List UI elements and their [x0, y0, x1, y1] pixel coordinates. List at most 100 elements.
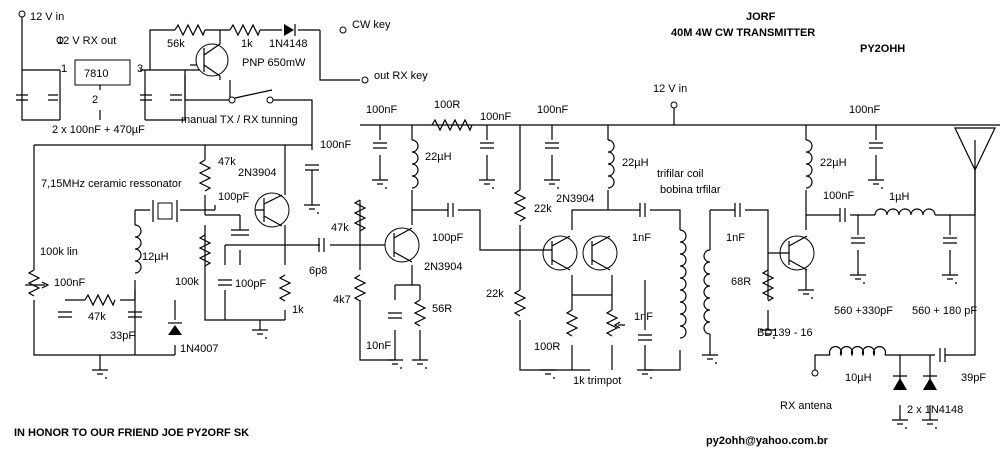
resistor-100k	[198, 234, 212, 267]
label-1nf-c: 1nF	[726, 232, 745, 244]
terminal-out-rx-key	[361, 76, 369, 84]
label-bd139: BD139 - 16	[757, 327, 813, 339]
terminal-rx-antena	[811, 369, 819, 377]
diodes-2x1n4148	[893, 378, 937, 390]
resistor-56k	[174, 23, 206, 37]
label-12v-rx-out: 12 V RX out	[57, 35, 116, 47]
label-1n4007: 1N4007	[180, 343, 219, 355]
label-100nf-g: 100nF	[823, 190, 854, 202]
resistor-22k-b	[513, 289, 527, 317]
trifilar-coil-b	[703, 210, 711, 355]
label-q2: 2N3904	[424, 261, 463, 273]
capacitor-10nf	[388, 312, 402, 319]
label-pin2: 2	[92, 94, 98, 106]
terminal-12v-in-right	[670, 101, 678, 109]
manual-switch	[234, 89, 273, 99]
power-capacitors	[16, 94, 182, 101]
diode-1n4007	[168, 325, 182, 335]
label-6p8: 6p8	[309, 265, 327, 277]
resistor-47k-a	[198, 159, 212, 192]
terminal-12v-in-left	[18, 10, 26, 18]
label-100pf-c: 100pF	[432, 232, 463, 244]
label-100nf-c: 100nF	[366, 104, 397, 116]
label-manual-tx: manual TX / RX tunning	[181, 114, 298, 126]
label-22uh-a: 22µH	[425, 151, 452, 163]
regulator-7810	[74, 59, 131, 86]
label-560-180: 560 + 180 pF	[912, 305, 977, 317]
title-line-3: PY2OHH	[860, 43, 905, 55]
label-crystal: 7,15MHz ceramic ressonator	[41, 178, 182, 190]
trifilar-coil-a	[679, 229, 687, 339]
capacitor-1nf-pa	[734, 203, 741, 217]
pot-100k-lin	[27, 269, 41, 297]
ceramic-resonator	[157, 202, 173, 220]
label-pin3: 3	[137, 63, 143, 75]
resistor-100r-bot	[565, 309, 579, 337]
resistor-22k-a	[513, 189, 527, 222]
label-100k-lin: 100k lin	[40, 246, 78, 258]
label-47k-b: 47k	[88, 311, 106, 323]
resistor-100r-top	[431, 118, 473, 132]
label-12v-in-right: 12 V in	[653, 83, 687, 95]
label-10nf: 10nF	[366, 340, 391, 352]
switch-contact-b	[266, 96, 274, 104]
label-22k-b: 22k	[486, 288, 504, 300]
label-22k-a: 22k	[534, 203, 552, 215]
resistor-4k7	[353, 274, 367, 302]
label-100r-top: 100R	[434, 99, 460, 111]
label-100nf-d: 100nF	[480, 111, 511, 123]
label-100k: 100k	[175, 276, 199, 288]
label-22uh-c: 22µH	[820, 157, 847, 169]
label-pin1: 1	[61, 63, 67, 75]
resistor-47k-c	[353, 199, 367, 232]
label-100nf-f: 100nF	[849, 104, 880, 116]
label-10uh: 10µH	[845, 372, 872, 384]
resistor-56r	[413, 299, 427, 327]
label-regulator: 7810	[84, 68, 108, 80]
label-47k-a: 47k	[218, 156, 236, 168]
label-1n4148-top: 1N4148	[269, 38, 308, 50]
label-1k-top: 1k	[241, 38, 253, 50]
label-rx-antena: RX antena	[780, 400, 833, 412]
label-56k: 56k	[167, 38, 185, 50]
label-12v-in-left: 12 V in	[30, 11, 64, 23]
label-100nf-a: 100nF	[320, 139, 351, 151]
label-1nf-a: 1nF	[632, 232, 651, 244]
diode-1n4148-top	[284, 24, 294, 36]
footer-email: py2ohh@yahoo.com.br	[706, 435, 829, 447]
title-line-2: 40M 4W CW TRANSMITTER	[671, 27, 815, 39]
pa-capacitors	[839, 142, 957, 362]
terminal-12v-rx-out	[56, 36, 64, 44]
inductor-22uh-a	[411, 139, 419, 189]
footer-honor: IN HONOR TO OUR FRIEND JOE PY2ORF SK	[14, 427, 249, 439]
label-100nf-e: 100nF	[537, 104, 568, 116]
label-33pf: 33pF	[110, 330, 135, 342]
resistor-1k-mid	[278, 274, 292, 302]
wires-oscillator	[33, 144, 395, 361]
wires-buffer	[360, 124, 1000, 371]
resistor-47k-b	[84, 293, 116, 307]
label-100r-bot: 100R	[534, 341, 560, 353]
buffer-capacitors	[373, 142, 652, 341]
label-22uh-b: 22µH	[622, 157, 649, 169]
terminal-cw-key	[339, 26, 347, 34]
label-4k7: 4k7	[333, 294, 351, 306]
label-1uh: 1µH	[889, 191, 909, 203]
ground-symbols	[92, 179, 958, 429]
label-39pf: 39pF	[961, 372, 986, 384]
title-line-1: JORF	[746, 11, 776, 23]
label-1k-trimpot: 1k trimpot	[573, 375, 621, 387]
inductor-22uh-b	[607, 139, 615, 189]
oscillator-capacitors	[58, 164, 325, 318]
label-68r: 68R	[731, 276, 751, 288]
label-560-330: 560 +330pF	[834, 305, 893, 317]
switch-contact-a	[228, 96, 236, 104]
label-1nf-b: 1nF	[634, 311, 653, 323]
label-100pf-b: 100pF	[235, 278, 266, 290]
label-100nf-b: 100nF	[54, 277, 85, 289]
label-q1: 2N3904	[238, 167, 277, 179]
label-56r: 56R	[432, 303, 452, 315]
label-100pf-a: 100pF	[218, 191, 249, 203]
